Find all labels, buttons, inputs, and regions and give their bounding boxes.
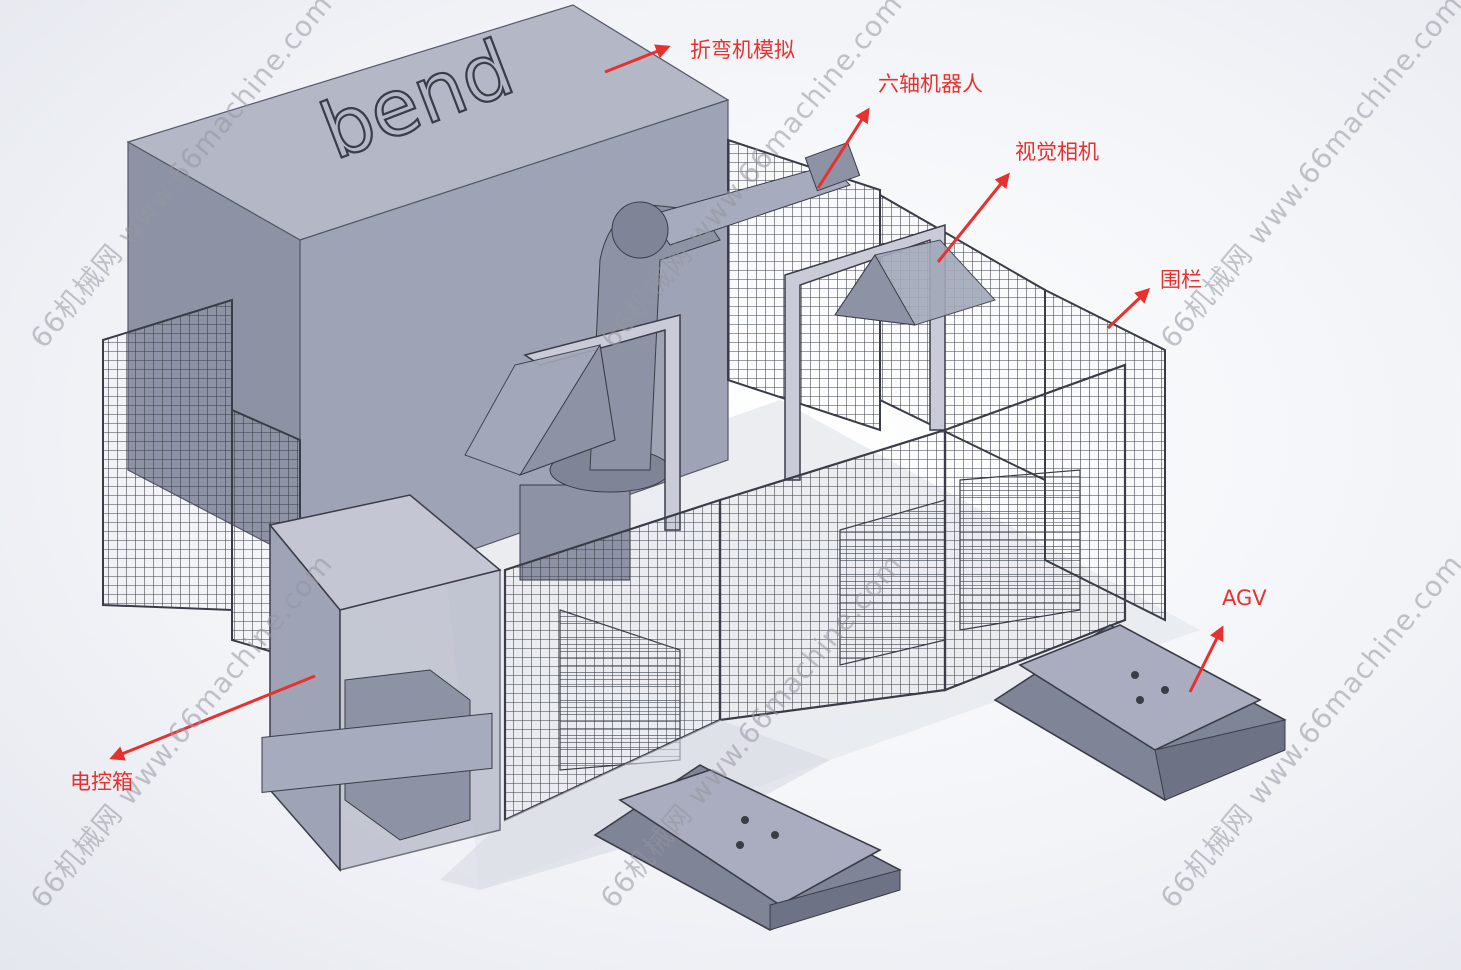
vision-camera-gantry-right [784,223,996,481]
agv-left [593,764,902,931]
label-control-cabinet: 电控箱 [70,770,133,794]
agv-right [993,624,1287,801]
label-vision-camera: 视觉相机 [1015,140,1099,164]
arrow-agv [1188,625,1224,693]
arrow-press-brake [604,44,671,74]
label-six-axis-robot: 六轴机器人 [878,72,983,96]
arrow-cabinet [109,674,316,761]
label-agv: AGV [1222,586,1267,610]
arrow-camera [936,172,1010,263]
front-fence [440,363,1127,890]
electric-control-cabinet [261,494,502,872]
callout-arrows [109,44,1224,761]
label-press-brake: 折弯机模拟 [690,38,795,62]
arrow-fence [1106,287,1151,330]
arrow-robot [816,107,870,189]
label-fence: 围栏 [1160,268,1202,292]
